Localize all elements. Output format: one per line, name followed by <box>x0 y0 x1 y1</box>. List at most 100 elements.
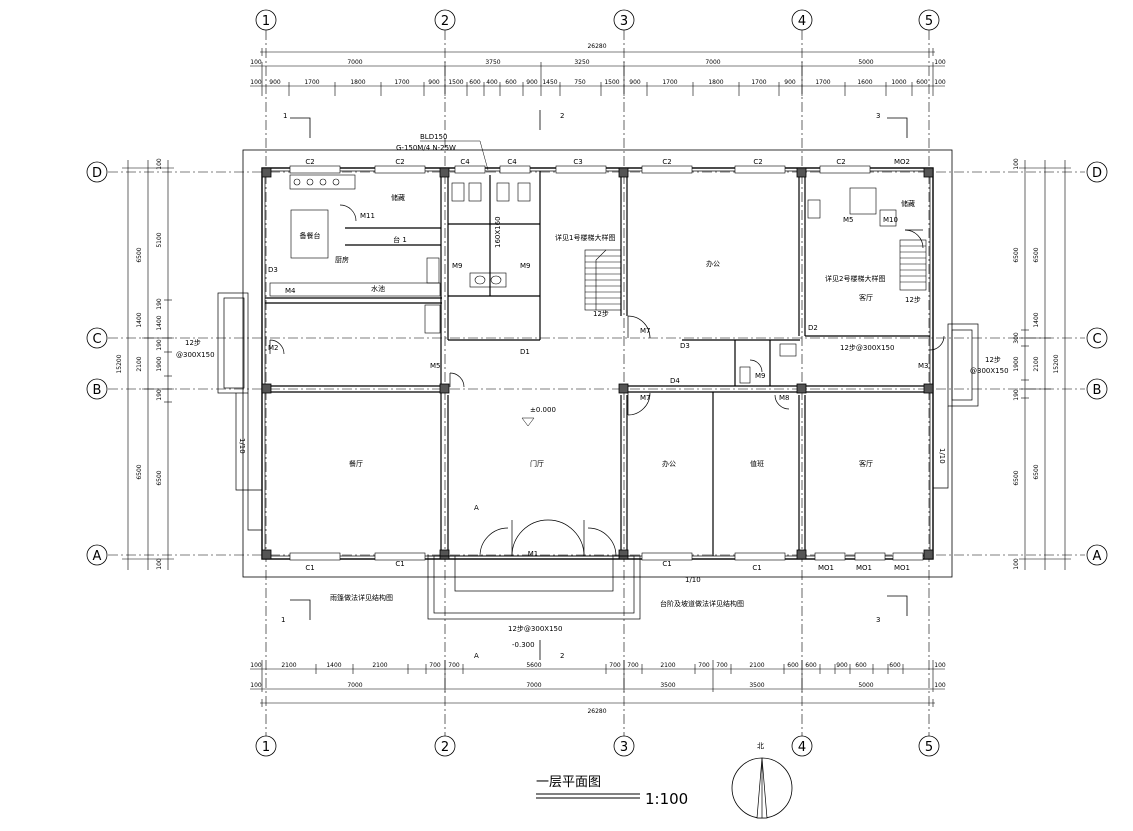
dim-bot1-16: 600 <box>855 662 867 669</box>
window-top-8: MO2 <box>894 158 910 166</box>
title-block: 一层平面图 1:100 <box>536 775 688 808</box>
door-d4: D4 <box>670 377 680 385</box>
dim-top2-11: 1450 <box>542 79 557 86</box>
axis-label-D-left: D <box>92 166 102 181</box>
room-foyer: 门厅 <box>530 459 544 468</box>
dim-top2-19: 1700 <box>815 79 830 86</box>
dim-left-inner-0: 100 <box>156 158 163 170</box>
drawing-scale: 1:100 <box>645 790 688 808</box>
axis-label-3-top: 3 <box>620 14 628 29</box>
room-storage: 储藏 <box>391 193 405 202</box>
dim-top2-18: 900 <box>784 79 796 86</box>
dim-top1-5: 5000 <box>858 59 873 66</box>
dim-top2-4: 1700 <box>394 79 409 86</box>
dim-right-inner-1: 6500 <box>1013 247 1020 262</box>
dim-top2-21: 1000 <box>891 79 906 86</box>
drawing-title: 一层平面图 <box>536 775 601 790</box>
axis-label-5-bottom: 5 <box>925 740 933 755</box>
dim-bot1-14: 600 <box>805 662 817 669</box>
dimension-lines-bottom <box>250 660 945 707</box>
dim-top2-12: 750 <box>574 79 586 86</box>
door-m5: M5 <box>430 362 441 370</box>
axis-label-A-right: A <box>1093 549 1102 564</box>
section-label-3-top: 3 <box>876 112 880 120</box>
room-hall-2: 客厅 <box>859 293 873 302</box>
room-labels: 厨房 储藏 餐厅 门厅 办公 办公 值班 客厅 储藏 客厅 备餐台 水池 台 1 <box>300 193 916 468</box>
stair-note-2: 详见2号楼梯大样图 <box>825 274 885 283</box>
axis-label-4-bottom: 4 <box>798 740 806 755</box>
dim-top2-23: 100 <box>934 79 946 86</box>
door-d2: D2 <box>808 324 818 332</box>
grid-bubbles-right: D C B A <box>1086 161 1108 566</box>
dim-right-inner-6: 100 <box>1013 558 1020 570</box>
dim-top2-9: 600 <box>505 79 517 86</box>
door-m9-c: M9 <box>755 372 766 380</box>
windows <box>289 165 924 561</box>
dim-bot1-17: 600 <box>889 662 901 669</box>
dim-left-outer-4: 15200 <box>116 354 123 373</box>
axis-label-1-bottom: 1 <box>262 740 270 755</box>
dim-left-outer-0: 6500 <box>136 247 143 262</box>
ramp-bottom: 1/10 <box>685 576 701 584</box>
dimension-text-left: 6500 1400 2100 6500 15200 100 5100 190 1… <box>116 158 163 570</box>
dim-top2-7: 600 <box>469 79 481 86</box>
dim-bot1-18: 100 <box>934 662 946 669</box>
door-d3: D3 <box>680 342 690 350</box>
axis-label-B-left: B <box>93 383 102 398</box>
axis-label-2-top: 2 <box>441 14 449 29</box>
entrance-steps <box>427 555 641 620</box>
step-left-count: 12步 <box>185 339 201 347</box>
room-dining: 餐厅 <box>349 459 363 468</box>
dim-top2-13: 1500 <box>604 79 619 86</box>
dim-bot1-4: 700 <box>429 662 441 669</box>
dim-bot1-5: 700 <box>448 662 460 669</box>
dim-bot1-13: 600 <box>787 662 799 669</box>
window-top-5: C2 <box>662 158 671 166</box>
annotations: BLD150 G-150M/4 N-25W 详见1号楼梯大样图 详见2号楼梯大样… <box>176 133 1009 649</box>
dim-left-inner-5: 1900 <box>156 356 163 371</box>
dim-bot2-3: 3500 <box>660 682 675 689</box>
door-labels: M11 M4 M2 M9 M9 M5 M7 M7 D3 M9 M8 M10 M5… <box>268 212 929 402</box>
dim-left-inner-2: 190 <box>156 298 163 310</box>
room-duty: 值班 <box>750 459 764 468</box>
window-bottom-6: MO1 <box>856 564 872 572</box>
dim-overall-bottom: 26280 <box>587 708 606 715</box>
dim-right-inner-2: 300 <box>1013 332 1020 344</box>
window-labels-top: C2 C2 C4 C4 C3 C2 C2 C2 MO2 <box>305 158 910 166</box>
section-label-3-bottom: 3 <box>876 616 880 624</box>
axis-label-3-bottom: 3 <box>620 740 628 755</box>
door-swings <box>269 204 945 557</box>
shaft-size: 160X160 <box>494 216 502 248</box>
exterior-walls <box>261 167 934 560</box>
dim-top2-22: 600 <box>916 79 928 86</box>
dim-bot2-1: 7000 <box>347 682 362 689</box>
prep-table-label: 备餐台 <box>300 231 321 240</box>
sink-label: 水池 <box>371 284 385 293</box>
dim-top1-2: 3750 <box>485 59 500 66</box>
section-label-A-inner: A <box>474 504 479 512</box>
door-m8: M8 <box>779 394 790 402</box>
north-arrow-icon: 北 <box>731 742 793 819</box>
north-label: 北 <box>757 742 764 750</box>
dim-right-outer-4: 15200 <box>1053 354 1060 373</box>
room-kitchen: 厨房 <box>335 255 349 264</box>
dim-top2-20: 1600 <box>857 79 872 86</box>
grid-bubbles-top: 1 2 3 4 5 <box>255 9 940 31</box>
section-label-1-top: 1 <box>283 112 287 120</box>
dim-bot1-9: 2100 <box>660 662 675 669</box>
dim-bot1-7: 700 <box>609 662 621 669</box>
door-m11: M11 <box>360 212 375 220</box>
dim-left-inner-3: 1400 <box>156 315 163 330</box>
ramp-left: 1/10 <box>238 438 246 454</box>
window-top-7: C2 <box>836 158 845 166</box>
section-label-2-top: 2 <box>560 112 564 120</box>
dim-top1-4: 7000 <box>705 59 720 66</box>
dim-bot2-5: 5000 <box>858 682 873 689</box>
eave-outline <box>242 149 953 578</box>
window-labels-bottom: C1 C1 M1 C1 C1 MO1 MO1 MO1 <box>305 550 910 572</box>
dim-bot1-6: 5600 <box>526 662 541 669</box>
dim-right-outer-1: 1400 <box>1033 312 1040 327</box>
window-top-2: C4 <box>460 158 470 166</box>
dim-left-inner-6: 190 <box>156 389 163 401</box>
